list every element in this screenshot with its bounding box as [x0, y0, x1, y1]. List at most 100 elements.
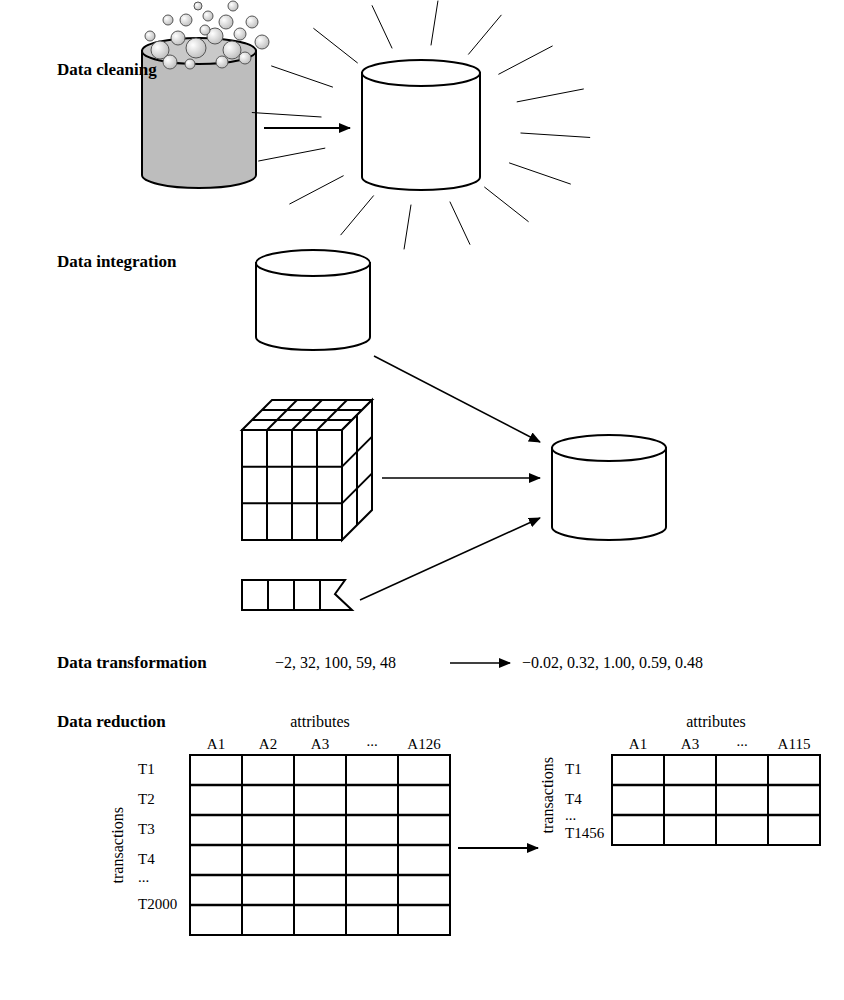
reduced-table	[612, 755, 820, 845]
bubble	[180, 14, 192, 26]
shine-ray	[509, 163, 571, 184]
shine-ray	[341, 195, 374, 235]
reduced-table-line	[767, 755, 769, 845]
text-label: T4	[138, 851, 155, 868]
shine-ray	[372, 5, 392, 48]
flat-file-cell	[293, 580, 295, 610]
bubble	[223, 41, 241, 59]
shine-ray	[252, 113, 322, 117]
text-label: −0.02, 0.32, 1.00, 0.59, 0.48	[522, 654, 703, 672]
text-label: T1456	[565, 825, 604, 842]
shine-ray	[484, 187, 528, 222]
shine-ray	[498, 46, 552, 74]
original-table-line	[190, 904, 450, 907]
dirty-database-top	[142, 38, 256, 64]
text-label: T2	[138, 791, 155, 808]
cube-grid	[252, 419, 352, 421]
text-label: attributes	[686, 713, 746, 731]
integration-arrow	[382, 477, 540, 479]
bubble	[145, 31, 155, 41]
cube-grid	[242, 466, 342, 468]
original-table-line	[190, 844, 450, 847]
shine-ray	[271, 66, 333, 87]
cube-grid	[356, 415, 358, 525]
bubble	[216, 56, 228, 68]
text-label: T4	[565, 791, 582, 808]
text-label: ...	[736, 733, 747, 750]
bubble	[163, 15, 173, 25]
text-label: −2, 32, 100, 59, 48	[275, 654, 396, 672]
text-label: A2	[259, 736, 277, 753]
text-label: T1	[138, 761, 155, 778]
cleaning-arrow	[264, 127, 350, 129]
bubble	[194, 2, 202, 10]
clean-database-top	[362, 60, 480, 86]
shine-ray	[521, 133, 591, 137]
text-label: T3	[138, 821, 155, 838]
shine-ray	[258, 148, 325, 161]
cube-front	[242, 430, 342, 540]
bubble	[234, 28, 246, 40]
bubble	[185, 59, 195, 69]
flat-file	[242, 580, 352, 610]
reduced-table-line	[715, 755, 717, 845]
source-database-top	[256, 250, 370, 276]
cube-grid	[262, 409, 362, 411]
bubble	[246, 16, 258, 28]
text-label: A126	[407, 736, 440, 753]
dirty-database-body	[142, 51, 256, 188]
cube-grid	[267, 400, 297, 430]
bubble	[219, 15, 233, 29]
shine-ray	[404, 205, 411, 250]
clean-database-body	[362, 73, 480, 190]
text-label: attributes	[290, 713, 350, 731]
text-label: T1	[565, 761, 582, 778]
step-heading: Data integration	[57, 252, 176, 272]
bubble	[200, 25, 210, 35]
flat-file-cell	[267, 580, 269, 610]
bubble	[228, 1, 238, 11]
transformation-arrow	[450, 662, 510, 664]
shine-ray	[468, 15, 501, 55]
step-heading: Data cleaning	[57, 60, 157, 80]
text-label: A3	[681, 736, 699, 753]
original-table-line	[190, 874, 450, 877]
bubble	[239, 52, 251, 64]
text-label: A1	[629, 736, 647, 753]
cube-grid	[316, 430, 318, 540]
integration-arrow	[360, 518, 540, 600]
cube-grid	[291, 430, 293, 540]
bubble	[163, 55, 177, 69]
step-heading: Data reduction	[57, 712, 166, 732]
text-label: A1	[207, 736, 225, 753]
cube-grid	[266, 430, 268, 540]
reduced-table-line	[663, 755, 665, 845]
bubble	[186, 38, 206, 58]
flat-file-cell	[319, 580, 321, 610]
shine-ray	[313, 28, 357, 63]
text-label: T2000	[138, 896, 177, 913]
reduced-table-line	[612, 814, 820, 817]
text-label: ...	[138, 869, 149, 886]
target-database-top	[552, 435, 666, 461]
cube-grid	[292, 400, 322, 430]
bubble	[171, 31, 185, 45]
original-table	[190, 755, 450, 935]
cube-grid	[242, 502, 342, 504]
original-table-line	[190, 814, 450, 817]
text-label: ...	[565, 807, 576, 824]
original-table-line	[190, 784, 450, 787]
bubble	[203, 11, 213, 21]
text-label: ...	[366, 733, 377, 750]
bubble	[255, 35, 269, 49]
shine-ray	[517, 89, 584, 102]
step-heading: Data transformation	[57, 653, 207, 673]
text-label: A3	[311, 736, 329, 753]
reduced-table-line	[612, 784, 820, 787]
cube-grid	[317, 400, 347, 430]
axis-label: transactions	[539, 757, 557, 833]
reduction-arrow	[458, 847, 538, 849]
shine-ray	[431, 1, 438, 46]
